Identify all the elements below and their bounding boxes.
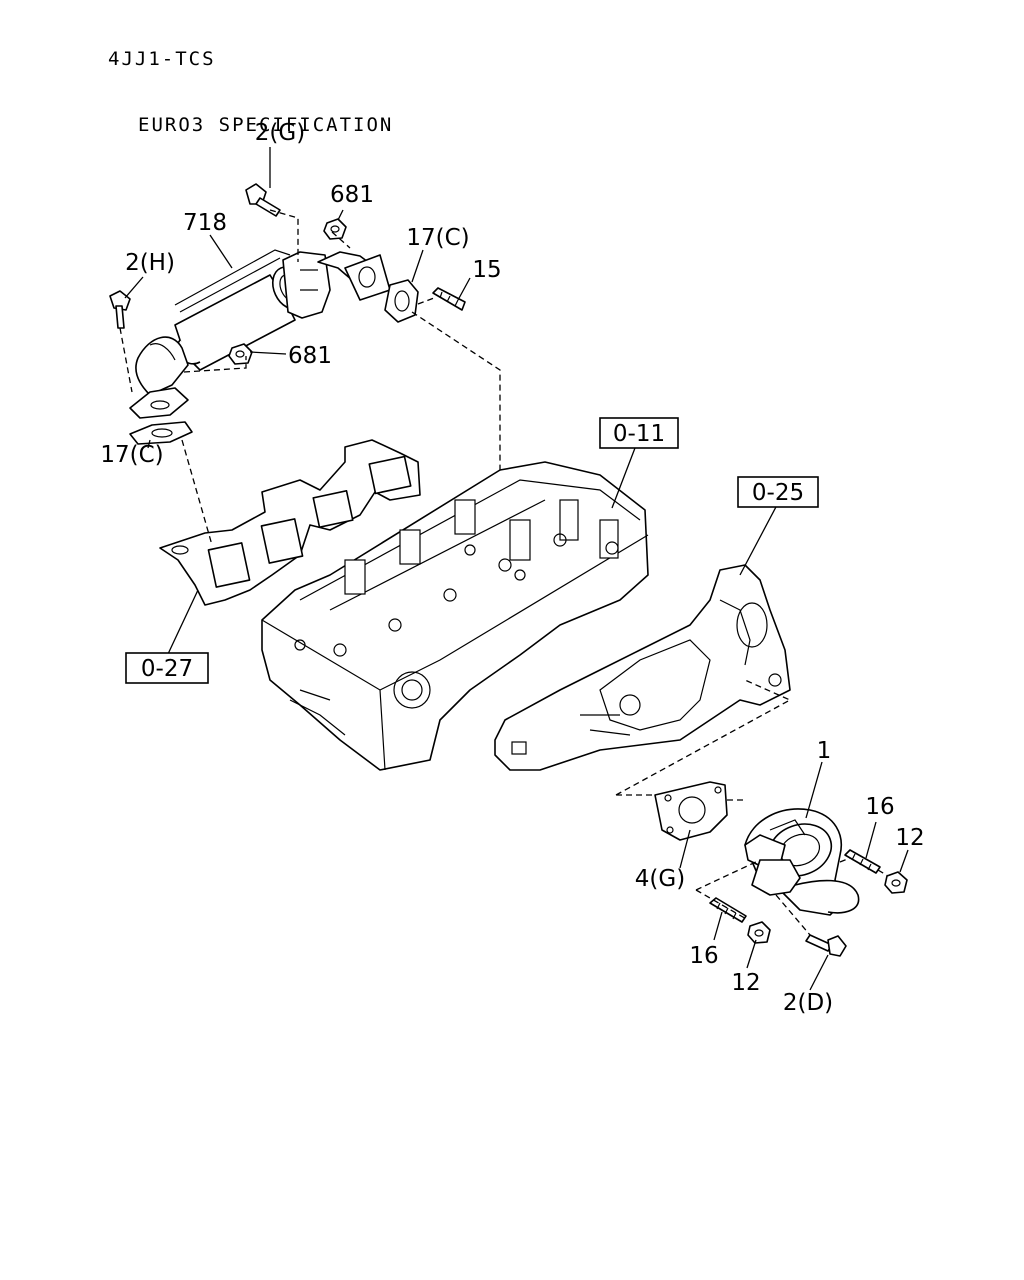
cylinder-head-icon <box>261 461 649 771</box>
ref-label: 0-27 <box>141 656 193 682</box>
callout-16-bottom[interactable]: 16 <box>689 943 718 969</box>
callout-16-right[interactable]: 16 <box>865 794 894 820</box>
callout-681-top[interactable]: 681 <box>330 182 374 208</box>
exhaust-manifold-icon <box>159 439 421 606</box>
egr-cooler-icon <box>129 249 391 445</box>
nut-icon <box>884 871 908 894</box>
ref-box-0-27[interactable]: 0-27 <box>125 652 209 684</box>
gasket-icon <box>654 781 728 841</box>
engine-model: 4JJ1-TCS <box>108 48 216 70</box>
callout-2g[interactable]: 2(G) <box>255 120 305 146</box>
callout-1[interactable]: 1 <box>817 738 832 764</box>
callout-12-right[interactable]: 12 <box>895 825 924 851</box>
diagram-header: 4JJ1-TCS EURO3 SPECIFICATION <box>108 4 393 180</box>
leader-lines <box>124 147 909 991</box>
stud-icon <box>432 287 466 311</box>
callout-17c-left[interactable]: 17(C) <box>100 442 163 468</box>
callout-718[interactable]: 718 <box>183 210 227 236</box>
callout-4g[interactable]: 4(G) <box>635 866 685 892</box>
phantom-lines <box>119 209 889 936</box>
ref-label: 0-25 <box>752 480 804 506</box>
nut-icon <box>747 921 771 944</box>
nut-icon <box>323 218 347 240</box>
intake-manifold-icon <box>494 564 791 771</box>
bolt-icon <box>245 183 281 217</box>
bolt-icon <box>805 934 847 957</box>
callout-12-bottom[interactable]: 12 <box>731 970 760 996</box>
bolt-icon <box>109 290 131 329</box>
ref-label: 0-11 <box>613 421 665 447</box>
callout-17c-top[interactable]: 17(C) <box>406 225 469 251</box>
callout-15[interactable]: 15 <box>472 257 501 283</box>
stud-icon <box>844 849 881 874</box>
specification-label: EURO3 SPECIFICATION <box>138 114 394 136</box>
gasket-icon <box>384 279 419 323</box>
callout-2h[interactable]: 2(H) <box>125 250 175 276</box>
ref-box-0-25[interactable]: 0-25 <box>737 476 819 508</box>
ref-box-0-11[interactable]: 0-11 <box>599 417 679 449</box>
callout-2d[interactable]: 2(D) <box>783 990 833 1016</box>
callout-681-mid[interactable]: 681 <box>288 343 332 369</box>
egr-valve-icon <box>744 808 860 916</box>
